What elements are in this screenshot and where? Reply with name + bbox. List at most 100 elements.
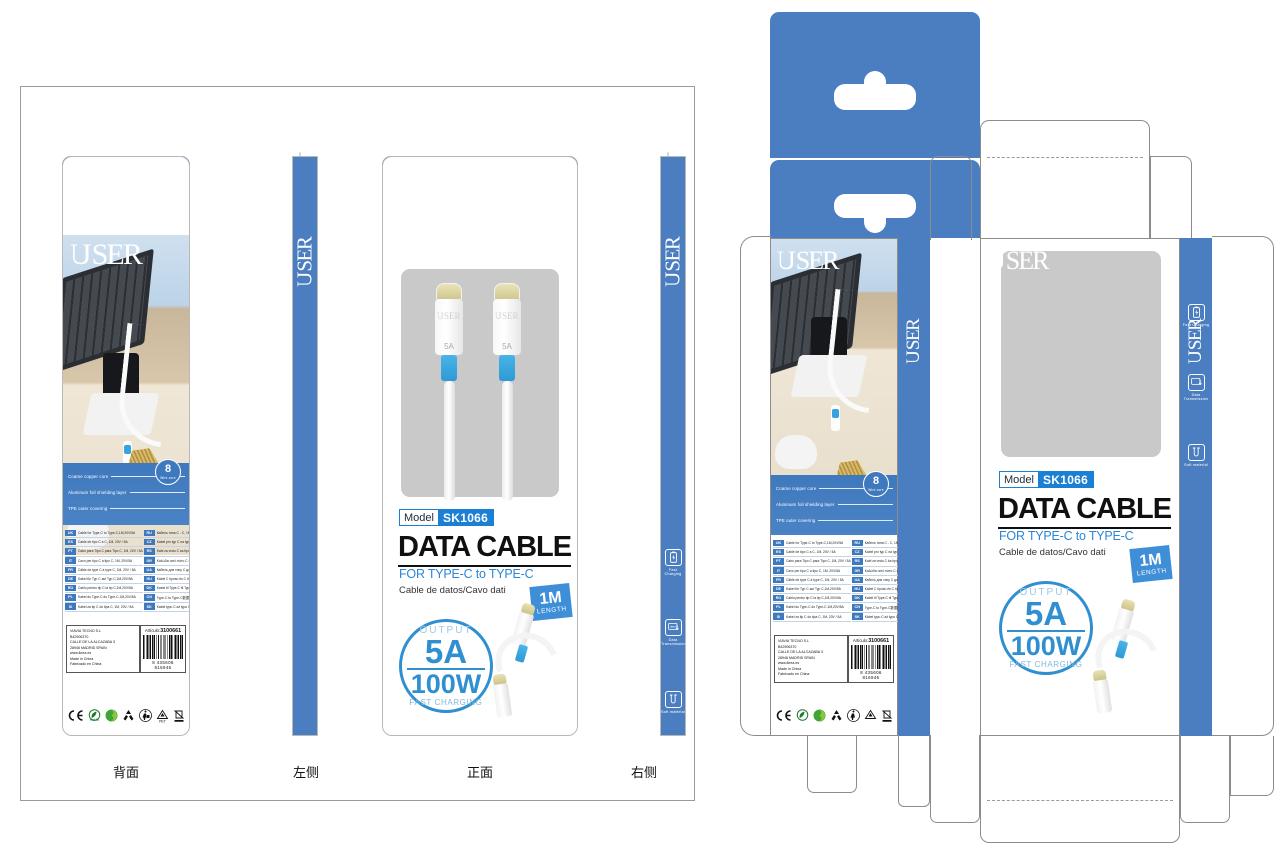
- panel-left-spine: USER: [292, 156, 318, 736]
- panel-back: Coarse copper core Aluminum foil shieldi…: [62, 156, 190, 736]
- language-text: Kabel til Type-C til Type-C,1M,20V/5A: [864, 596, 920, 601]
- feature-callout: TPE outer covering: [776, 512, 893, 528]
- dieline-tuck-flap-right: [1150, 156, 1192, 240]
- dieline-bottom-flap-left: [898, 735, 930, 807]
- dieline-score-line: [987, 800, 1173, 801]
- language-text: Kabl za vrstu C ka tipu C, 1M, 20V / 5A: [864, 559, 922, 564]
- side-feature-label: Data Transmission: [1183, 393, 1209, 401]
- brand-logo: USER: [72, 238, 143, 271]
- data-transfer-icon: data: [664, 619, 682, 636]
- output-amperage: 5A: [1024, 595, 1068, 633]
- output-badge: OUTPUT 5A 100W FAST CHARGING: [399, 619, 493, 713]
- language-code: ES: [773, 549, 784, 556]
- plug-wire: [443, 381, 455, 501]
- dieline-bottom-tuck-right: [1180, 735, 1230, 823]
- side-feature-soft-material: Soft material: [661, 691, 685, 714]
- language-code: FR: [773, 576, 784, 584]
- barcode-bars: [851, 645, 891, 669]
- language-code: ES: [65, 539, 76, 546]
- language-text: Cable de tipo C a C, 1M, 20V / 5A: [786, 550, 836, 555]
- plug-left: USER 5A: [435, 283, 463, 501]
- language-code: PL: [773, 604, 784, 611]
- language-text: Kabel do Type-C do Type-C,1M,20V/5A: [78, 595, 136, 600]
- svg-text:PET: PET: [159, 719, 167, 723]
- caption-front: 正面: [466, 765, 493, 780]
- language-text: Kabel za tip C do tipa C, 1M, 20V / 5A: [786, 614, 842, 619]
- caption-back: 背面: [112, 765, 139, 780]
- dieline-hang-tab-top: [770, 12, 980, 158]
- green-dot-icon: [813, 708, 826, 723]
- language-text: Cable de tipo C a C, 1M, 20V / 5A: [78, 540, 128, 545]
- feature-label: TPE outer covering: [776, 517, 816, 523]
- language-text: Kabel für Typ C auf Typ C,1M,20V/5A: [786, 587, 841, 592]
- company-line: VIAVIA TECNO S.L: [70, 629, 102, 633]
- no-litter-icon: [139, 708, 152, 723]
- language-text: Cablu pentru tip C la tip C,1M,20V/5A: [786, 596, 841, 601]
- side-feature-fast-charging: Fast Charging: [1180, 304, 1212, 327]
- feature-label: Coarse copper core: [68, 473, 109, 479]
- company-line: Made in China: [778, 666, 802, 671]
- svg-text:data: data: [669, 625, 675, 629]
- plug-body: USER 5A: [493, 299, 521, 355]
- output-fast-charging: FAST CHARGING: [409, 697, 483, 707]
- dieline-tuck-flap-left: [930, 156, 972, 240]
- model-label: Model: [1004, 473, 1034, 486]
- language-text: Кабель типа C - C, 1M, 20V / 5A: [156, 531, 189, 536]
- side-feature-label: Fast Charging: [664, 568, 682, 576]
- product-headline: DATA CABLE: [998, 493, 1172, 529]
- language-text: Cavo per tipo C a tipo C, 1M, 20V/5A: [78, 558, 133, 563]
- brand-logo-dieline-left: USER: [903, 319, 924, 363]
- dieline-bottom-tuck-left: [930, 735, 980, 823]
- company-line: Made in China: [70, 656, 94, 661]
- language-text: Câble de type C à type C, 1M, 20V / 5A: [786, 577, 844, 582]
- feature-label: Aluminum foil shielding layer: [776, 501, 835, 507]
- language-code: CZ: [143, 539, 155, 546]
- company-line: B42906370: [778, 644, 797, 649]
- recycle-icon: [122, 708, 135, 723]
- language-code: SI: [65, 603, 76, 610]
- language-text: Kábel C típusú és C típusú,1M,20V/5A: [864, 587, 922, 592]
- language-code: SK: [851, 613, 863, 620]
- language-code: SI: [773, 613, 784, 620]
- language-code: FR: [65, 566, 76, 574]
- article-label: Artículo:: [144, 628, 161, 633]
- brand-logo-left: USER: [292, 237, 317, 286]
- wire-core-badge: 8 Wire core: [155, 459, 181, 485]
- language-text: Kabel do Type-C do Type-C,1M,20V/5A: [786, 605, 844, 610]
- feature-label: Aluminum foil shielding layer: [68, 489, 127, 495]
- cable-tip-image: [123, 441, 132, 467]
- barcode-block: Artículo:3100661 8 435606 816946: [848, 635, 894, 683]
- panel-front: USER 5A USER 5A Model: [382, 156, 578, 736]
- language-text: Kabel til Type-C til Type-C,1M,20V/5A: [156, 586, 190, 591]
- cable-tip-image: [831, 405, 840, 431]
- company-line: www.ikrea.es: [778, 661, 800, 666]
- language-text: Kabel für Typ C auf Typ C,1M,20V/5A: [78, 577, 133, 582]
- barcode-digits: 8 435606 816946: [860, 669, 882, 680]
- feature-callout: Coarse copper core: [776, 480, 893, 496]
- language-code: DE: [773, 585, 784, 593]
- language-code: GR: [851, 567, 863, 574]
- dieline-panel-back: Coarse copper core Aluminum foil shieldi…: [770, 238, 929, 736]
- certification-row: RoHS PET: [67, 708, 185, 723]
- language-text: Кабель для типу C до типу C,1M,20V/5A: [156, 567, 190, 572]
- company-line: 28946 MADRID SPAIN: [70, 645, 107, 650]
- model-value: SK1066: [1037, 472, 1094, 487]
